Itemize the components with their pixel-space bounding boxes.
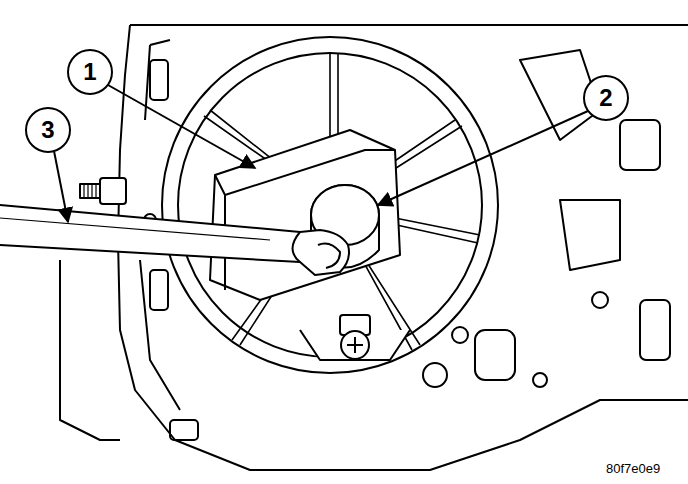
figure-code: 80f7e0e9 — [606, 462, 660, 475]
callout-number: 1 — [83, 60, 96, 84]
callout-number: 3 — [41, 118, 54, 142]
callout-number: 2 — [599, 86, 612, 110]
